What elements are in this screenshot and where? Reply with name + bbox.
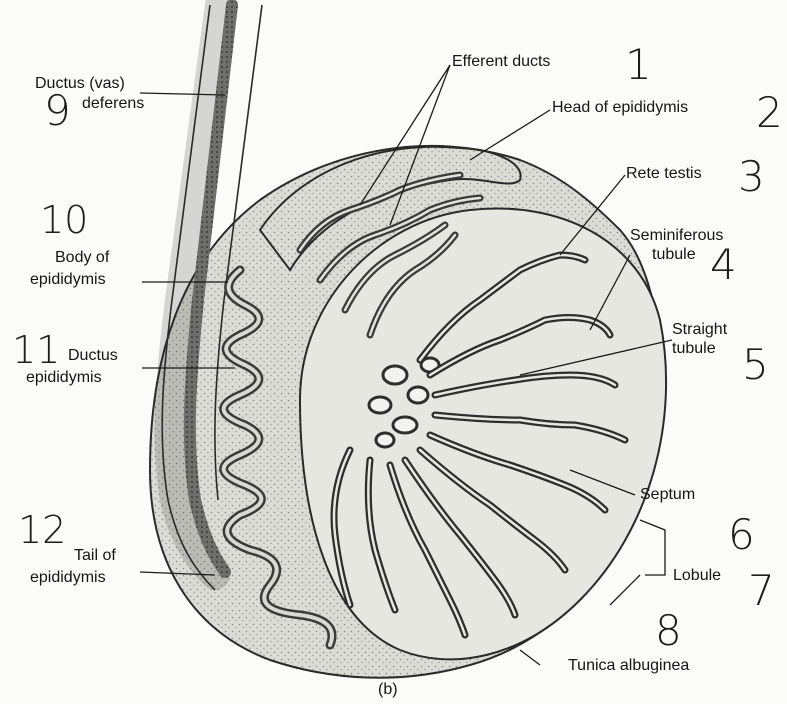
number-10: 10 — [40, 198, 88, 242]
label-tunica-albuginea: Tunica albuginea — [568, 656, 689, 675]
figure-caption: (b) — [378, 680, 398, 699]
number-4: 4 — [710, 240, 737, 289]
number-5: 5 — [742, 340, 769, 389]
label-rete-testis: Rete testis — [626, 164, 702, 183]
label-straight-1: Straight — [672, 320, 727, 339]
label-lobule: Lobule — [673, 566, 721, 585]
number-9: 9 — [44, 86, 71, 135]
label-tail-2: epididymis — [30, 568, 106, 587]
number-1: 1 — [625, 40, 652, 89]
number-7: 7 — [748, 566, 775, 615]
label-septum: Septum — [640, 485, 695, 504]
number-12: 12 — [18, 508, 66, 552]
label-seminiferous-2: tubule — [652, 245, 696, 264]
label-tail-1: Tail of — [74, 546, 116, 565]
label-efferent-ducts: Efferent ducts — [452, 52, 550, 71]
label-straight-2: tubule — [672, 339, 716, 358]
number-11: 11 — [12, 328, 60, 372]
label-ductus-epididymis-1: Ductus — [68, 346, 118, 365]
label-ductus-vas-2: deferens — [82, 94, 144, 113]
number-3: 3 — [738, 152, 765, 201]
label-body-2: epididymis — [30, 270, 106, 289]
number-2: 2 — [756, 88, 783, 137]
label-head-of-epididymis: Head of epididymis — [552, 98, 688, 117]
number-6: 6 — [728, 510, 755, 559]
number-8: 8 — [655, 606, 682, 655]
label-body-1: Body of — [55, 248, 109, 267]
